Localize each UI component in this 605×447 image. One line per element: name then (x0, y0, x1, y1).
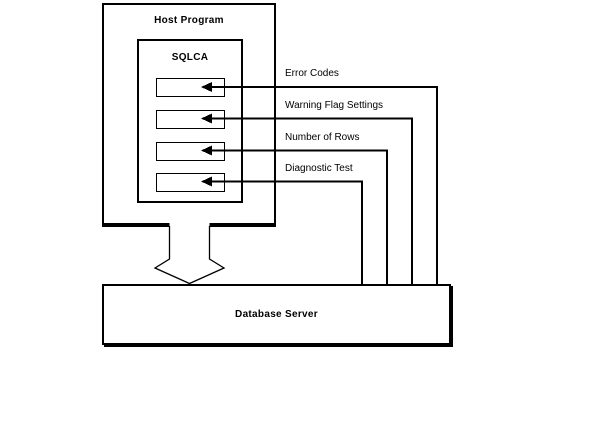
sql-flow-label: SQL (178, 242, 201, 253)
sqlca-field-box-error-codes (156, 78, 225, 97)
sqlca-field-box-number-of-rows (156, 142, 225, 161)
sqlca-field-box-diagnostic (156, 173, 225, 192)
database-server-box: Database Server (102, 284, 451, 345)
database-server-title: Database Server (235, 309, 318, 320)
label-warning-flag-settings: Warning Flag Settings (285, 100, 384, 111)
label-error-codes: Error Codes (285, 68, 339, 79)
label-number-of-rows: Number of Rows (285, 132, 360, 143)
sql-flow-arrow (153, 226, 226, 285)
sqlca-field-box-warning-flags (156, 110, 225, 129)
host-program-title: Host Program (154, 15, 224, 26)
sqlca-title: SQLCA (171, 52, 209, 63)
label-diagnostic-test: Diagnostic Test (285, 163, 353, 174)
